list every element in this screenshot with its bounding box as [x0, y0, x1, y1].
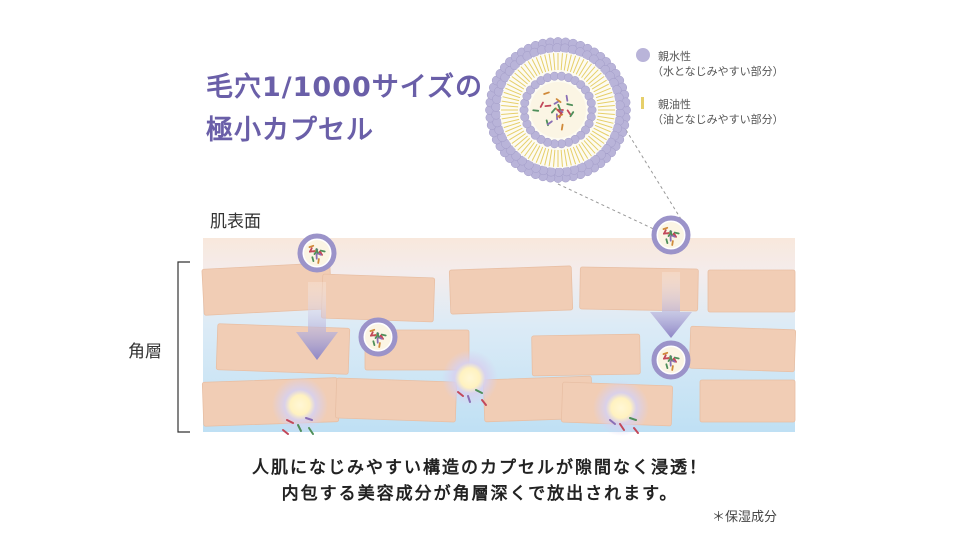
title-line2: 極小カプセル: [206, 115, 374, 146]
capsule: [651, 340, 691, 380]
arrow-right: [650, 272, 692, 338]
caption-line1: 人肌になじみやすい構造のカプセルが隙間なく浸透！: [252, 458, 708, 478]
capsule: [297, 233, 337, 273]
footnote: ＊保湿成分: [712, 510, 778, 525]
stratum-corneum-bracket: [177, 261, 190, 433]
leader-lines: [557, 129, 685, 233]
legend-lipophilic-name: 親油性: [658, 98, 691, 111]
arrow-left: [296, 282, 338, 360]
caption-line2: 内包する美容成分が角層深くで放出されます。: [281, 484, 679, 504]
capsule: [651, 215, 691, 255]
hydrophilic-swatch: [636, 48, 650, 62]
skin-surface-label: 肌表面: [210, 212, 261, 232]
legend-hydrophilic-desc: （水となじみやすい部分）: [652, 65, 784, 78]
capsules: [297, 215, 691, 380]
liposome-cross-section: [485, 37, 631, 183]
stratum-corneum-label: 角層: [128, 342, 162, 362]
legend-hydrophilic-name: 親水性: [658, 50, 691, 63]
legend-lipophilic-desc: （油となじみやすい部分）: [652, 113, 784, 126]
title-line1: 毛穴1/1000サイズの: [206, 72, 483, 103]
penetration-arrows: [296, 272, 692, 360]
released-capsules: [272, 350, 649, 436]
released-ingredients: [282, 389, 639, 435]
capsule: [358, 317, 398, 357]
lipophilic-swatch: [641, 97, 644, 109]
